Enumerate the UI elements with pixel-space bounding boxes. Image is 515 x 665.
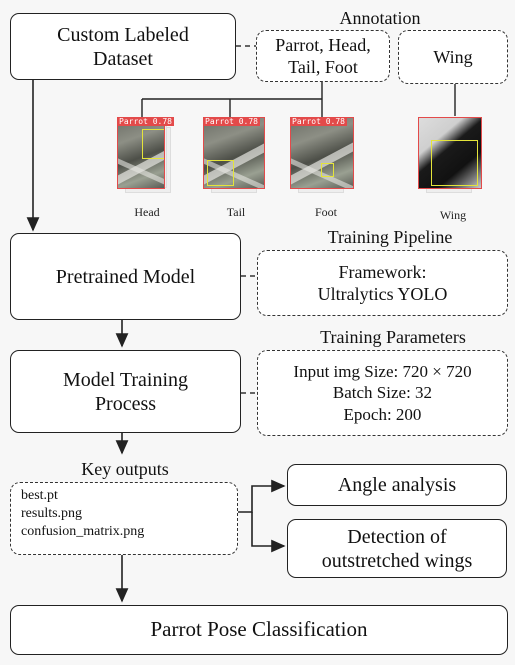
dataset-line-1: Custom Labeled	[57, 23, 189, 46]
parrot-pose-classification-node: Parrot Pose Classification	[10, 605, 508, 655]
training-pipeline-title: Training Pipeline	[327, 227, 453, 247]
training-line-2: Process	[94, 392, 157, 415]
annotation-parts-line-2: Tail, Foot	[288, 57, 358, 77]
wings-line-2: outstretched wings	[321, 549, 473, 572]
pretrained-model-node: Pretrained Model	[10, 233, 241, 320]
pipeline-line-2: Ultralytics YOLO	[317, 284, 448, 304]
outstretched-wings-node: Detection of outstretched wings	[287, 519, 507, 578]
key-outputs-title: Key outputs	[81, 459, 169, 479]
thumbnail-tail-caption: Tail	[226, 205, 246, 219]
thumbnail-head: Parrot 0.78 Head	[117, 117, 187, 222]
thumbnail-wing: Wing	[418, 117, 488, 222]
pretrained-model-label: Pretrained Model	[55, 265, 196, 288]
classification-label: Parrot Pose Classification	[150, 617, 368, 642]
thumbnail-head-image	[117, 117, 165, 189]
angle-analysis-label: Angle analysis	[337, 474, 457, 496]
dataset-line-2: Dataset	[93, 47, 153, 70]
training-parameters-box: Input img Size: 720 × 720 Batch Size: 32…	[257, 350, 508, 436]
custom-labeled-dataset-node: Custom Labeled Dataset	[10, 13, 236, 80]
training-parameters-title: Training Parameters	[320, 327, 466, 347]
thumbnail-head-tag: Parrot 0.78	[117, 117, 174, 126]
wings-line-1: Detection of	[347, 525, 447, 548]
thumbnail-foot-caption: Foot	[314, 205, 337, 219]
param-input-size: Input img Size: 720 × 720	[293, 362, 472, 382]
thumbnail-wing-caption: Wing	[439, 208, 467, 222]
thumbnail-foot-tag: Parrot 0.78	[290, 117, 347, 126]
output-file-results-png: results.png	[21, 506, 83, 522]
annotation-title: Annotation	[339, 8, 421, 28]
thumbnail-foot-image	[290, 117, 354, 189]
model-training-process-node: Model Training Process	[10, 350, 241, 433]
thumbnail-head-caption: Head	[134, 205, 160, 219]
angle-analysis-node: Angle analysis	[287, 464, 507, 506]
annotation-tree-lines	[141, 82, 323, 118]
thumbnail-tail-image	[203, 117, 265, 189]
param-batch-size: Batch Size: 32	[332, 383, 433, 403]
annotation-parts-box: Parrot, Head, Tail, Foot	[256, 30, 390, 82]
arrow-outputs-to-wings	[251, 512, 286, 553]
param-epoch: Epoch: 200	[343, 404, 422, 424]
training-pipeline-box: Framework: Ultralytics YOLO	[257, 250, 508, 316]
training-line-1: Model Training	[62, 368, 189, 391]
annotation-parts-line-1: Parrot, Head,	[275, 34, 371, 55]
thumbnail-tail-tag: Parrot 0.78	[203, 117, 260, 126]
pipeline-line-1: Framework:	[338, 261, 427, 282]
output-file-best-pt: best.pt	[21, 488, 58, 503]
annotation-wing-box: Wing	[398, 30, 508, 84]
thumbnail-foot: Parrot 0.78 Foot	[290, 117, 360, 222]
annotation-wing-label: Wing	[433, 46, 473, 67]
output-file-confusion-matrix: confusion_matrix.png	[21, 524, 145, 540]
key-outputs-box: best.pt results.png confusion_matrix.png	[10, 482, 238, 555]
thumbnail-tail: Parrot 0.78 Tail	[203, 117, 273, 222]
thumbnail-wing-image	[418, 117, 482, 189]
arrow-outputs-to-results	[238, 479, 286, 513]
